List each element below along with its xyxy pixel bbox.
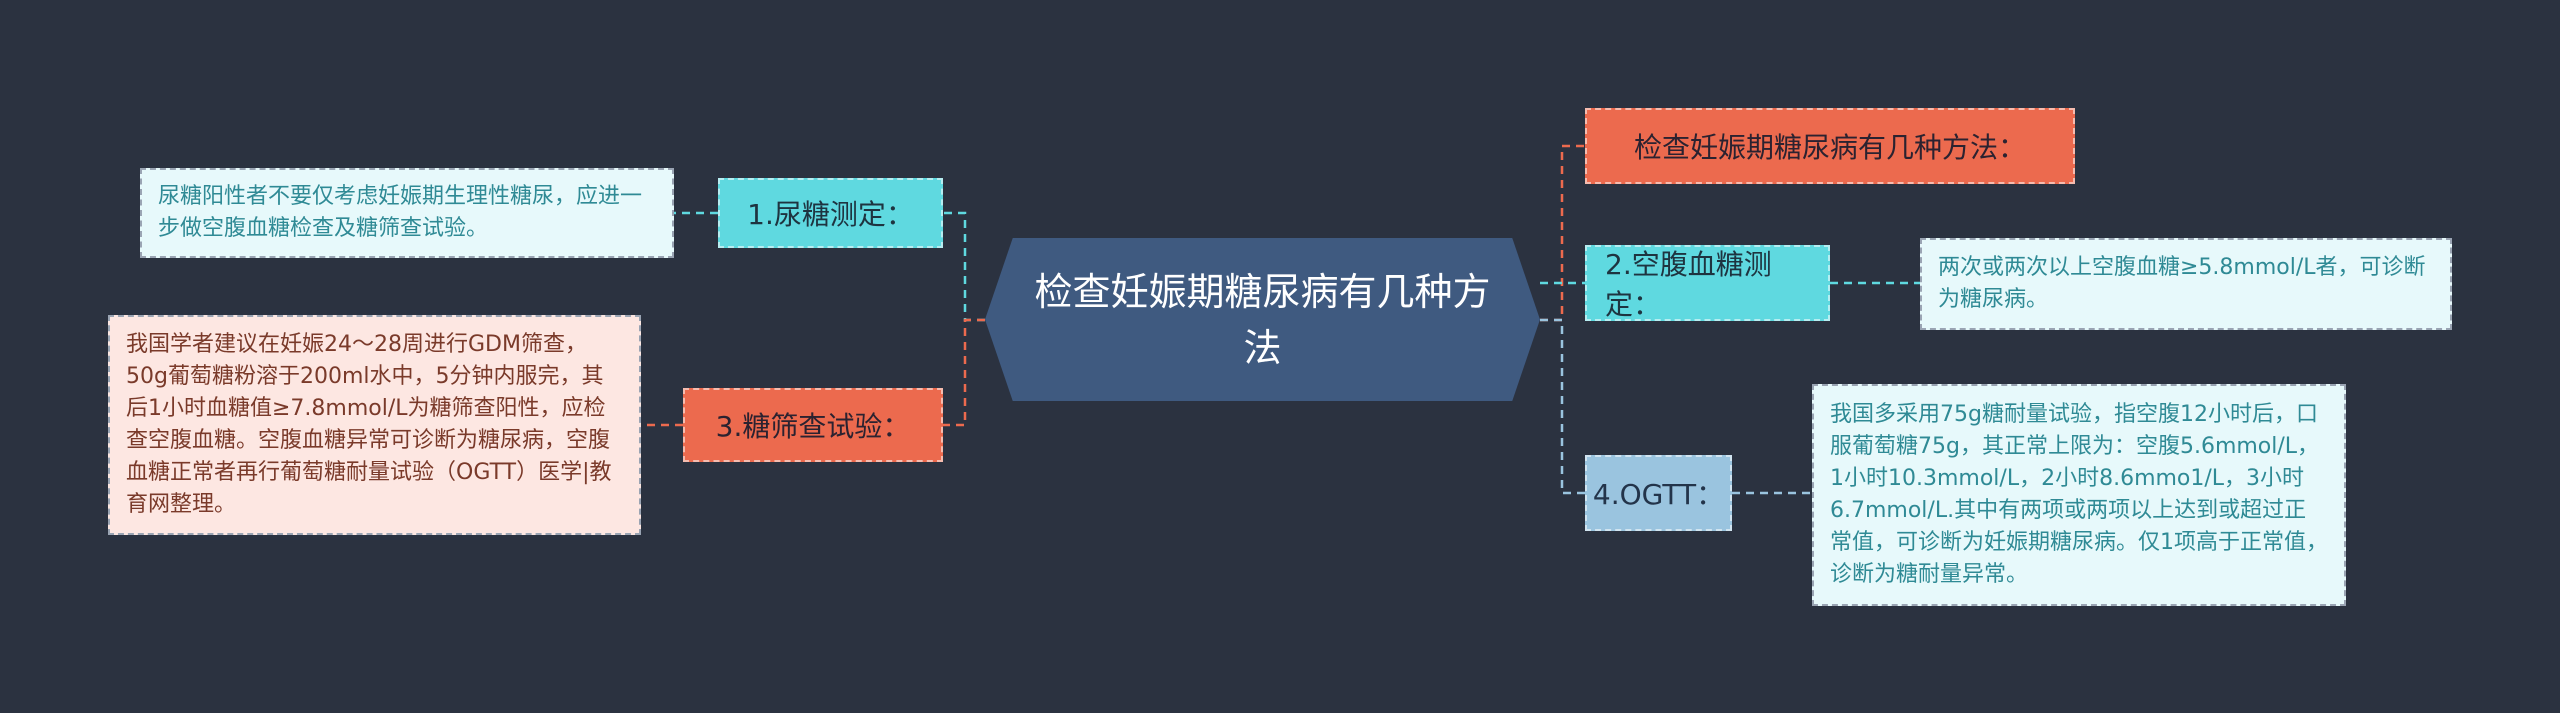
leaf-urine-test-detail[interactable]: 尿糖阳性者不要仅考虑妊娠期生理性糖尿，应进一步做空腹血糖检查及糖筛查试验。 — [140, 168, 674, 258]
connector-center-to-screening — [943, 318, 985, 427]
central-topic-text: 检查妊娠期糖尿病有几种方法 — [1034, 269, 1491, 370]
branch-ogtt[interactable]: 4.OGTT： — [1585, 455, 1732, 531]
branch-urine-test[interactable]: 1.尿糖测定： — [718, 178, 943, 248]
central-topic[interactable]: 检查妊娠期糖尿病有几种方法 — [985, 238, 1540, 401]
leaf-urine-test-text: 尿糖阳性者不要仅考虑妊娠期生理性糖尿，应进一步做空腹血糖检查及糖筛查试验。 — [158, 184, 643, 241]
connector-center-to-heading — [1540, 144, 1585, 322]
branch-heading-label: 检查妊娠期糖尿病有几种方法： — [1633, 131, 2026, 164]
leaf-ogtt-detail[interactable]: 我国多采用75g糖耐量试验，指空腹12小时后，口服葡萄糖75g，其正常上限为：空… — [1812, 384, 2346, 606]
leaf-glucose-screening-text: 我国学者建议在妊娠24～28周进行GDM筛查，50g葡萄糖粉溶于200ml水中，… — [126, 332, 612, 517]
leaf-fasting-glucose-text: 两次或两次以上空腹血糖≥5.8mmol/L者，可诊断为糖尿病。 — [1938, 255, 2426, 312]
connector-center-to-urine — [943, 211, 985, 322]
leaf-ogtt-text: 我国多采用75g糖耐量试验，指空腹12小时后，口服葡萄糖75g，其正常上限为：空… — [1830, 402, 2328, 587]
branch-urine-test-label: 1.尿糖测定： — [747, 198, 914, 231]
branch-heading[interactable]: 检查妊娠期糖尿病有几种方法： — [1585, 108, 2075, 184]
connector-center-to-ogtt — [1540, 318, 1585, 495]
branch-glucose-screening[interactable]: 3.糖筛查试验： — [683, 388, 943, 462]
leaf-glucose-screening-detail[interactable]: 我国学者建议在妊娠24～28周进行GDM筛查，50g葡萄糖粉溶于200ml水中，… — [108, 315, 641, 535]
branch-fasting-glucose[interactable]: 2.空腹血糖测定： — [1585, 245, 1830, 321]
leaf-fasting-glucose-detail[interactable]: 两次或两次以上空腹血糖≥5.8mmol/L者，可诊断为糖尿病。 — [1920, 238, 2452, 330]
branch-fasting-glucose-label: 2.空腹血糖测定： — [1605, 248, 1772, 321]
branch-ogtt-label: 4.OGTT： — [1592, 478, 1725, 511]
branch-glucose-screening-label: 3.糖筛查试验： — [715, 410, 911, 443]
